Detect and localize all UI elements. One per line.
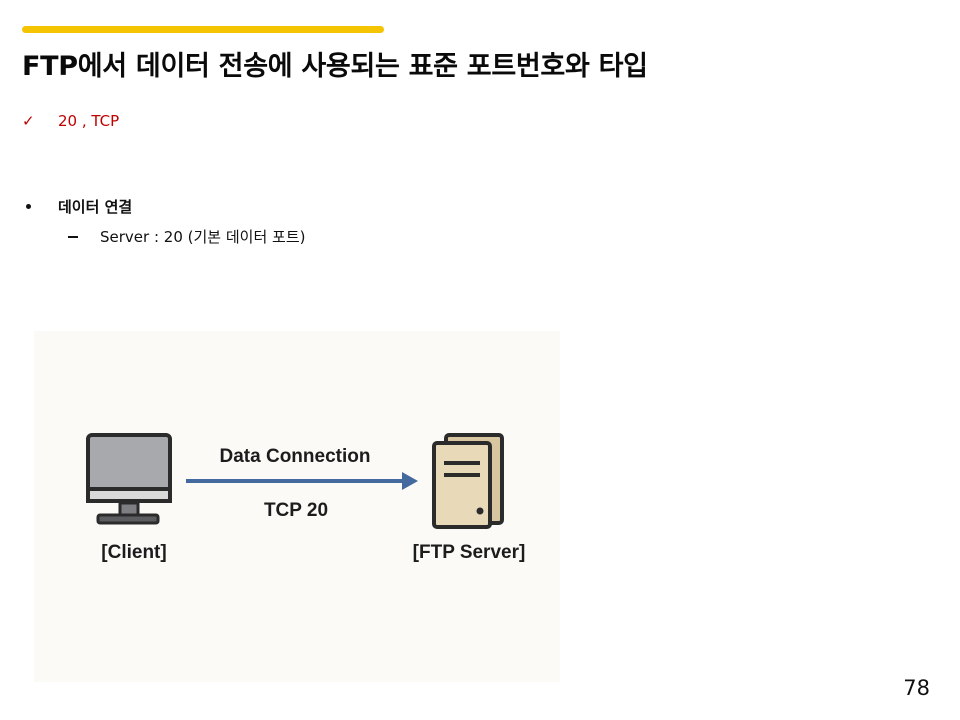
page-title: FTP에서 데이터 전송에 사용되는 표준 포트번호와 타입 [22, 51, 648, 82]
ftp-data-connection-diagram: Data Connection TCP 20 [Client] [FTP Ser… [34, 331, 560, 682]
answer-line: ✓ 20 , TCP [22, 112, 119, 130]
dash-icon [68, 236, 82, 238]
bullet-heading: 데이터 연결 [58, 198, 133, 216]
server-label: [FTP Server] [413, 542, 526, 563]
diagram-svg: Data Connection TCP 20 [Client] [FTP Ser… [86, 433, 526, 563]
protocol-port-label: TCP 20 [264, 500, 328, 521]
sub-bullet-text: Server : 20 (기본 데이터 포트) [100, 228, 306, 246]
bullet-item: 데이터 연결 [22, 196, 132, 217]
connection-label: Data Connection [220, 446, 371, 467]
page-number: 78 [903, 676, 930, 700]
monitor-icon [86, 433, 172, 525]
sub-bullet-item: Server : 20 (기본 데이터 포트) [68, 226, 305, 247]
client-label: [Client] [101, 542, 166, 563]
bullet-dot-icon [22, 201, 34, 213]
server-tower-icon [432, 433, 504, 529]
accent-bar [22, 26, 384, 33]
arrow-right-icon [186, 472, 418, 490]
check-icon: ✓ [22, 112, 35, 130]
answer-text: 20 , TCP [58, 112, 120, 130]
